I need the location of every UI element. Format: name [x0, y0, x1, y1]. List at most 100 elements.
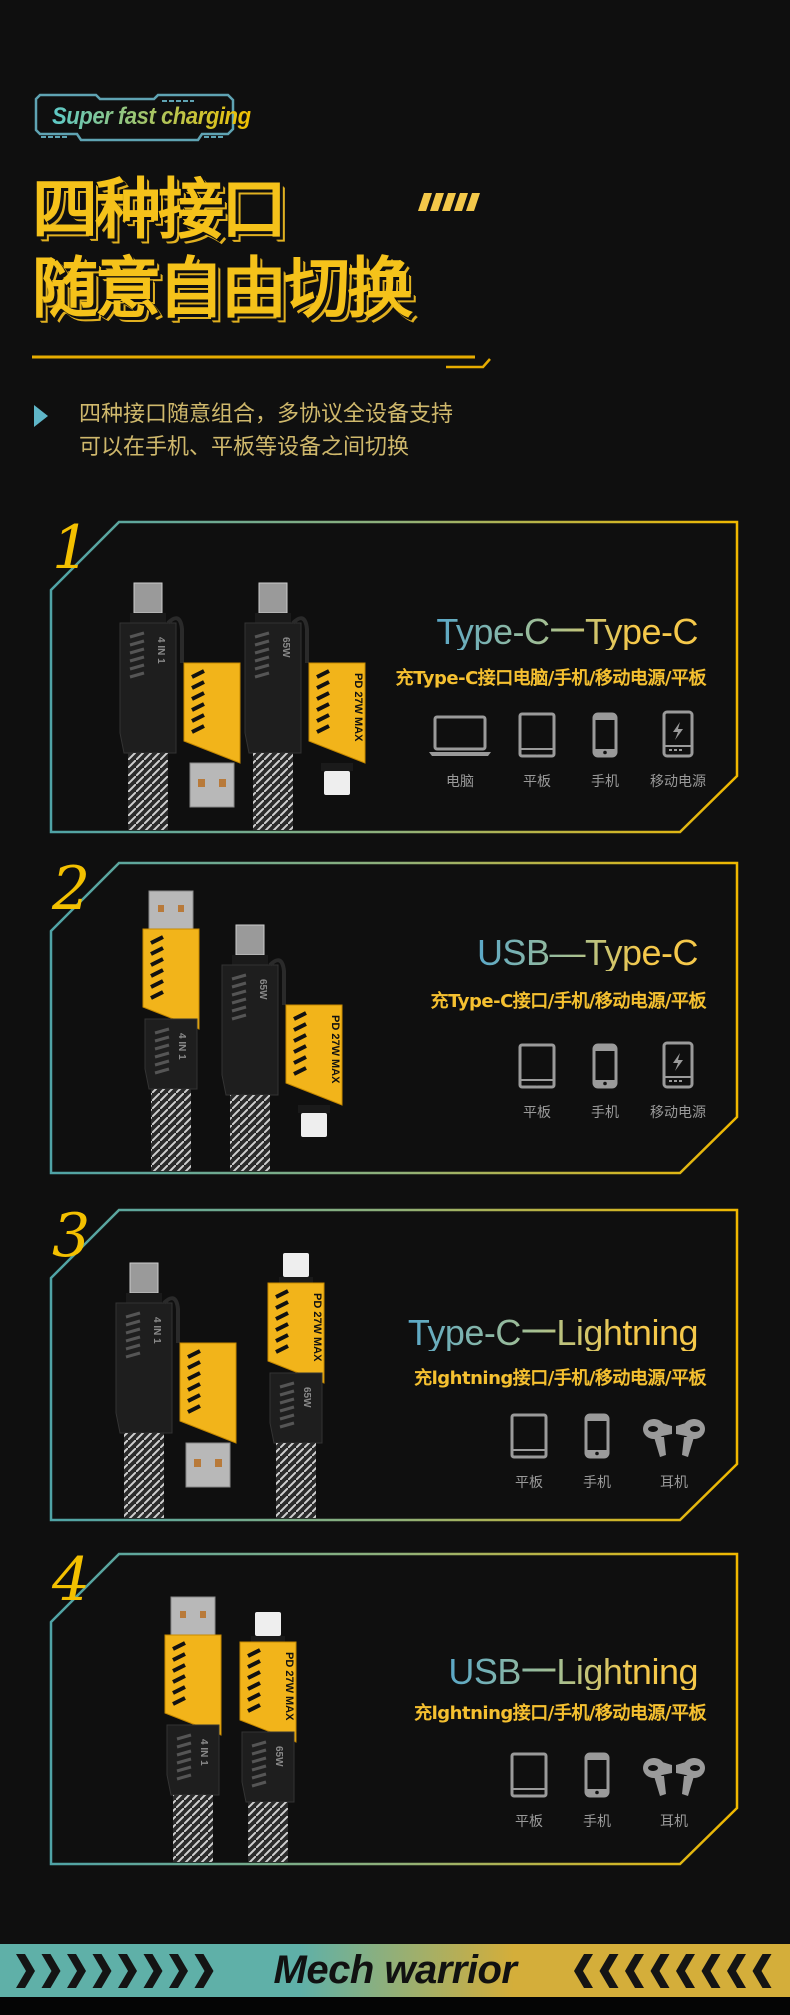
panel-subtitle: 充lghtning接口/手机/移动电源/平板: [414, 1368, 706, 1389]
power-rating-marking: PD 27W MAX: [311, 1293, 323, 1362]
wattage-marking: 65W: [273, 1746, 284, 1767]
panel-number: 1: [52, 513, 91, 583]
panel-title: Type-C一Type-C: [436, 611, 698, 652]
device-item: 平板: [514, 712, 560, 791]
device-label: 移动电源: [650, 1105, 706, 1121]
device-label: 平板: [515, 1814, 543, 1830]
phone-icon: [584, 1413, 610, 1464]
title-divider: [32, 355, 491, 369]
device-item: 耳机: [642, 1756, 706, 1831]
device-item: 手机: [582, 1043, 628, 1122]
model-marking: 4 IN 1: [198, 1739, 209, 1766]
device-item: 移动电源: [650, 1041, 706, 1122]
cable-type-c-2: 65W: [221, 924, 279, 1171]
earbuds-icon: [642, 1756, 706, 1803]
black-connector-head: [241, 1731, 295, 1803]
power-bank-icon: [662, 710, 694, 763]
lightning-adapter: PD 27W MAX: [291, 616, 366, 795]
braided-cable: [128, 753, 168, 830]
device-item: 手机: [574, 1413, 620, 1492]
device-label: 手机: [591, 774, 619, 790]
device-label: 耳机: [660, 1814, 688, 1830]
badge-frame-icon: [34, 93, 235, 142]
lightning-plug: [255, 1612, 281, 1636]
braided-cable: [151, 1089, 191, 1171]
cable-type-c-1: 4 IN 1: [119, 582, 177, 830]
panel-border: [49, 520, 739, 834]
usb-plug: [148, 890, 194, 930]
black-connector-head: [166, 1724, 220, 1796]
type-c-plug: [235, 924, 265, 956]
device-list: 电脑平板手机移动电源: [428, 710, 706, 791]
hero-title-line2: 随意自由切换: [32, 250, 413, 327]
wattage-marking: 65W: [280, 637, 291, 658]
type-c-plug: [133, 582, 163, 614]
cable-lightning-2: PD 27W MAX 65W: [267, 1253, 325, 1518]
usb-plug: [185, 1442, 231, 1488]
device-label: 平板: [515, 1475, 543, 1491]
power-rating-marking: PD 27W MAX: [329, 1015, 341, 1084]
phone-icon: [592, 1043, 618, 1094]
power-bank-icon: [662, 1041, 694, 1094]
power-rating-marking: PD 27W MAX: [283, 1652, 295, 1721]
device-item: 手机: [574, 1752, 620, 1831]
badge-text: Super fast charging: [52, 103, 251, 130]
panel-number: 4: [52, 1545, 91, 1615]
panel-frame: 4 IN 1 65W PD 27W MAX: [49, 861, 739, 1175]
braided-cable: [124, 1433, 164, 1518]
hero-title-line1: 四种接口: [32, 171, 287, 248]
panel-number: 2: [52, 854, 91, 924]
device-item: 平板: [506, 1413, 552, 1492]
yellow-connector-head: [183, 662, 241, 764]
super-fast-charging-badge: Super fast charging: [34, 93, 251, 145]
black-connector-head: [119, 622, 177, 754]
panel-border: [49, 1208, 739, 1522]
black-connector-head: [221, 964, 279, 1096]
usb-adapter: [166, 616, 241, 808]
tablet-icon: [518, 1043, 556, 1094]
yellow-connector-head: [308, 662, 366, 764]
yellow-connector-head: [267, 1282, 325, 1384]
braided-cable: [276, 1443, 316, 1518]
braided-cable: [230, 1095, 270, 1171]
braided-cable: [248, 1802, 288, 1862]
panel-border: [49, 861, 739, 1175]
wattage-marking: 65W: [257, 979, 268, 1000]
device-list: 平板手机移动电源: [514, 1041, 706, 1122]
panel-title: USB一Lightning: [448, 1651, 698, 1692]
device-item: 移动电源: [650, 710, 706, 791]
panel-number: 3: [52, 1201, 91, 1271]
type-c-plug: [129, 1262, 159, 1294]
wattage-marking: 65W: [301, 1387, 312, 1408]
power-rating-marking: PD 27W MAX: [352, 673, 364, 742]
device-label: 耳机: [660, 1475, 688, 1491]
tablet-icon: [518, 712, 556, 763]
play-triangle-icon: [34, 405, 48, 427]
device-label: 手机: [583, 1814, 611, 1830]
hazard-stripes-icon: [418, 193, 480, 211]
laptop-icon: [428, 714, 492, 763]
type-c-plug: [258, 582, 288, 614]
device-label: 手机: [583, 1475, 611, 1491]
lightning-plug: [301, 1113, 327, 1137]
phone-icon: [584, 1752, 610, 1803]
usb-plug: [170, 1596, 216, 1636]
panel-title: USB—Type-C: [476, 932, 699, 973]
black-connector-head: [244, 622, 302, 754]
panel-title: Type-C一Lightning: [407, 1312, 699, 1353]
device-item: 平板: [506, 1752, 552, 1831]
earbuds-icon: [642, 1417, 706, 1464]
panel-subtitle: 充Type-C接口/手机/移动电源/平板: [430, 991, 707, 1012]
cable-usb-1: 4 IN 1: [142, 890, 200, 1171]
lightning-plug: [283, 1253, 309, 1277]
bottom-strip: [0, 1997, 790, 2015]
device-list: 平板 手机 耳机: [506, 1752, 706, 1831]
device-label: 移动电源: [650, 774, 706, 790]
device-list: 平板 手机 耳机: [506, 1413, 706, 1492]
device-item: 平板: [514, 1043, 560, 1122]
